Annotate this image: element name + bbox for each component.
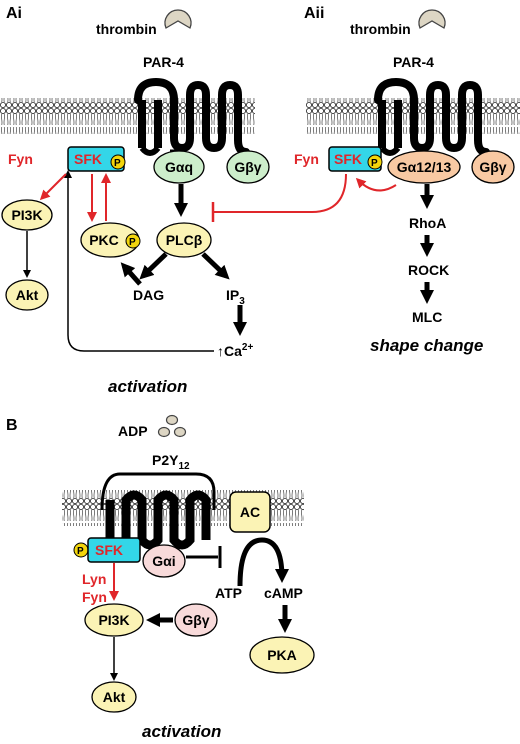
fyn-label-aii: Fyn (294, 151, 319, 167)
par4-receptor-aii (374, 77, 490, 156)
thrombin-label-aii: thrombin (350, 21, 411, 37)
sfk-label-b: SFK (95, 542, 123, 558)
receptor-helix-aii (378, 100, 402, 148)
pi3k-node-b (84, 603, 144, 637)
akt-label-b: Akt (103, 689, 126, 705)
camp-label: cAMP (264, 585, 303, 601)
arrow-ca-sfk (64, 170, 214, 352)
galpha-q-label: Gαq (165, 159, 193, 175)
pi3k-label-ai: PI3K (11, 207, 42, 223)
akt-node-ai (5, 279, 49, 311)
adenylyl-cyclase-box (229, 491, 271, 533)
outcome-label-ai: activation (108, 377, 187, 396)
arrow-plc-dag (139, 252, 168, 280)
gbeta-node-aii (471, 150, 515, 184)
panel-b: B ADP P2Y12 AC P SFK Gαi ATP cAMP P (6, 414, 315, 741)
adp-label: ADP (118, 423, 148, 439)
panel-ai: Ai thrombin PAR-4 Fyn SFK P Gαq Gβγ PI3K… (0, 5, 270, 396)
phospho-badge-pkc (125, 233, 141, 249)
plc-beta-label: PLCβ (166, 232, 203, 248)
akt-label-ai: Akt (16, 287, 39, 303)
pka-label: PKA (267, 647, 297, 663)
thrombin-icon (164, 9, 192, 29)
sfk-label-ai: SFK (74, 151, 102, 167)
phospho-label-ai: P (114, 158, 121, 169)
phospho-label-pkc: P (129, 237, 136, 248)
gbeta-label-b: Gβγ (182, 612, 209, 628)
panel-b-label: B (6, 417, 18, 434)
ip3-label: IP3 (226, 287, 245, 307)
arrow-atp-camp (237, 537, 289, 587)
receptor-loop-aii (379, 145, 401, 156)
rock-label: ROCK (408, 262, 449, 278)
lyn-label: Lyn (82, 571, 106, 587)
pi3k-node-ai (1, 199, 53, 231)
akt-node-b (91, 681, 137, 713)
galpha-q-node (153, 150, 205, 184)
arrow-sfk-pi3k (39, 173, 67, 201)
rhoa-label: RhoA (409, 215, 446, 231)
arrow-plc-ip3 (201, 252, 230, 280)
fyn-label-ai: Fyn (8, 151, 33, 167)
outcome-label-b: activation (142, 722, 221, 741)
galpha-1213-label: Gα12/13 (397, 159, 452, 175)
galpha-i-node (142, 544, 186, 578)
fyn-label-b: Fyn (82, 589, 107, 605)
thrombin-icon-aii (418, 9, 446, 29)
dag-label: DAG (133, 287, 164, 303)
gbeta-label-ai: Gβγ (234, 159, 261, 175)
receptor-loop-ai (139, 145, 161, 156)
ac-label: AC (240, 504, 260, 520)
galpha-1213-node (387, 150, 461, 184)
pka-node (249, 636, 315, 674)
membrane-ai (0, 98, 255, 134)
mlc-label: MLC (412, 309, 442, 325)
sfk-label-aii: SFK (334, 151, 362, 167)
adp-molecules-icon (157, 414, 187, 438)
receptor-label-ai: PAR-4 (143, 54, 184, 70)
inhibit-sfk-plc (213, 173, 347, 213)
receptor-label-aii: PAR-4 (393, 54, 434, 70)
panel-aii-label: Aii (304, 5, 324, 22)
panel-ai-label: Ai (6, 5, 22, 22)
gbeta-node-b (174, 603, 218, 637)
phospho-label-b: P (77, 546, 84, 557)
phospho-label-aii: P (371, 158, 378, 169)
outcome-label-aii: shape change (370, 336, 483, 355)
par4-receptor-ai (134, 77, 250, 156)
pkc-label: PKC (89, 232, 119, 248)
calcium-label: ↑Ca2+ (217, 342, 253, 359)
panel-aii: Aii thrombin PAR-4 Fyn SFK P Gα12/13 Gβγ… (211, 5, 520, 355)
atp-label: ATP (215, 585, 242, 601)
p2y12-helices (105, 490, 211, 550)
arrow-dag-pkc (120, 262, 142, 286)
arrow-g1213-sfk (355, 177, 397, 192)
receptor-helix-ai (138, 100, 162, 148)
thrombin-label-ai: thrombin (96, 21, 157, 37)
p2y12-label: P2Y12 (152, 452, 190, 472)
p2y12-receptor (100, 472, 216, 511)
gbeta-node-ai (226, 150, 270, 184)
plc-beta-node (156, 222, 212, 258)
phospho-badge-ai (110, 154, 126, 170)
pi3k-label-b: PI3K (98, 612, 129, 628)
phospho-badge-aii (367, 154, 383, 170)
gbeta-label-aii: Gβγ (479, 159, 506, 175)
galpha-i-label: Gαi (152, 553, 175, 569)
sfk-box-b (87, 537, 141, 563)
